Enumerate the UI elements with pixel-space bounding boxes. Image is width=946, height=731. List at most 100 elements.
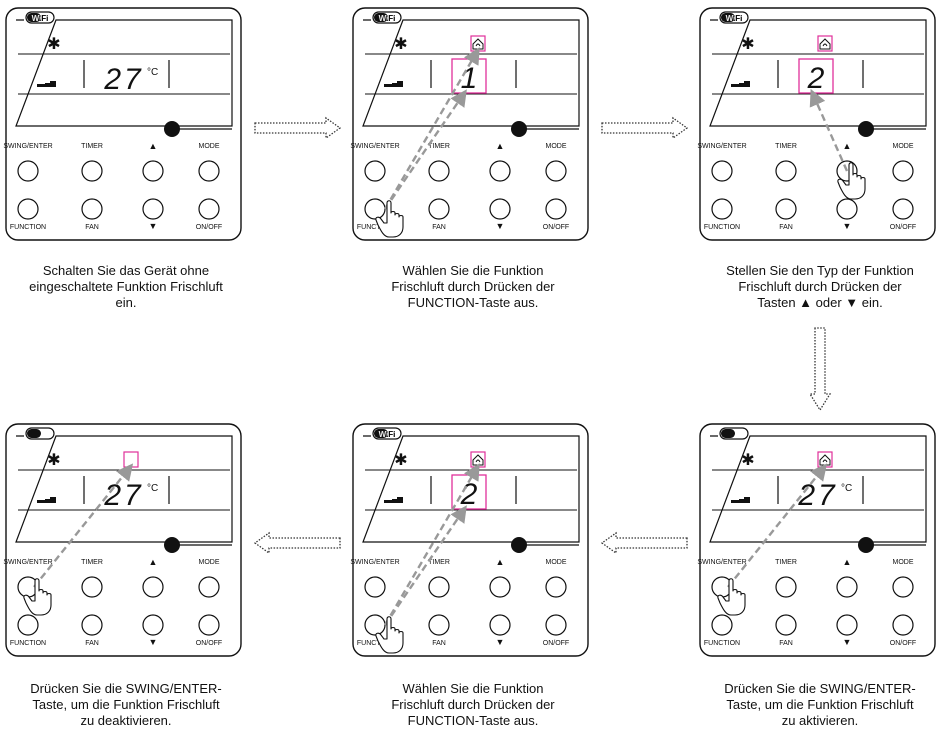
- onoff-button[interactable]: ON/OFF: [196, 614, 222, 647]
- caption-step2: Wählen Sie die Funktion Frischluft durch…: [348, 263, 598, 311]
- fan-button[interactable]: FAN: [428, 614, 450, 647]
- timer-button[interactable]: TIMER: [775, 143, 797, 182]
- mode-button[interactable]: MODE: [892, 143, 914, 182]
- up-button-label: ▲: [843, 557, 852, 567]
- hand-outline: [23, 578, 52, 616]
- up-button[interactable]: ▲: [836, 557, 858, 598]
- wifi-badge-icon: WiFi: [25, 11, 55, 24]
- up-button[interactable]: ▲: [142, 557, 164, 598]
- function-button[interactable]: FUNCTION: [10, 614, 46, 647]
- swing-enter-button-circle: [364, 576, 386, 598]
- down-button[interactable]: ▼: [142, 198, 164, 231]
- timer-button-circle: [428, 160, 450, 182]
- down-button[interactable]: ▼: [836, 614, 858, 647]
- press-guide-arrow: [33, 463, 134, 588]
- onoff-button[interactable]: ON/OFF: [890, 614, 916, 647]
- fan-button-label: FAN: [432, 640, 446, 647]
- badge-fill: [374, 13, 388, 22]
- fan-button[interactable]: FAN: [428, 198, 450, 231]
- fan-bar: [739, 499, 744, 503]
- mode-button-circle: [892, 160, 914, 182]
- onoff-button-label: ON/OFF: [196, 640, 222, 647]
- up-button[interactable]: ▲: [489, 141, 511, 182]
- lcd-frame: [15, 19, 233, 127]
- fan-button-circle: [428, 198, 450, 220]
- down-button[interactable]: ▼: [836, 198, 858, 231]
- badge-fill: [374, 429, 388, 438]
- lcd-frame: [15, 435, 233, 543]
- function-button[interactable]: FUNCTION: [10, 198, 46, 231]
- unit-label: °C: [841, 483, 852, 494]
- up-button[interactable]: ▲: [489, 557, 511, 598]
- wifi-label: WiFi: [379, 14, 396, 23]
- caption-line: Drücken Sie die SWING/ENTER-: [30, 681, 222, 696]
- function-button[interactable]: FUNCTION: [704, 614, 740, 647]
- up-button[interactable]: ▲: [142, 141, 164, 182]
- fan-speed-icon: [731, 497, 750, 503]
- lcd-frame: [362, 19, 580, 127]
- onoff-button[interactable]: ON/OFF: [543, 614, 569, 647]
- mode-button[interactable]: MODE: [198, 143, 220, 182]
- controller-body: [352, 7, 589, 241]
- onoff-button[interactable]: ON/OFF: [890, 198, 916, 231]
- onoff-button[interactable]: ON/OFF: [196, 198, 222, 231]
- wifi-badge-icon: WiFi: [372, 427, 402, 440]
- mode-button[interactable]: MODE: [892, 559, 914, 598]
- fan-button[interactable]: FAN: [81, 198, 103, 231]
- fan-bar: [397, 497, 403, 503]
- function-button[interactable]: FUNCTION: [357, 198, 393, 231]
- mode-button[interactable]: MODE: [198, 559, 220, 598]
- caption-line: Tasten ▲ oder ▼ ein.: [757, 295, 883, 310]
- mode-button-circle: [545, 576, 567, 598]
- lcd-frame: [709, 19, 927, 127]
- up-button-circle: [142, 576, 164, 598]
- swing-enter-button-circle: [17, 160, 39, 182]
- press-guide-arrow: [384, 89, 467, 210]
- fan-bar: [397, 81, 403, 87]
- onoff-button-label: ON/OFF: [543, 224, 569, 231]
- function-button[interactable]: FUNCTION: [704, 198, 740, 231]
- down-button[interactable]: ▼: [489, 614, 511, 647]
- timer-button[interactable]: TIMER: [775, 559, 797, 598]
- up-button-circle: [836, 576, 858, 598]
- swing-enter-button[interactable]: SWING/ENTER: [697, 143, 747, 182]
- timer-button[interactable]: TIMER: [81, 143, 103, 182]
- mode-button-label: MODE: [893, 143, 914, 150]
- timer-button[interactable]: TIMER: [81, 559, 103, 598]
- function-button-label: FUNCTION: [704, 224, 740, 231]
- controller-body: [699, 7, 936, 241]
- down-button[interactable]: ▼: [142, 614, 164, 647]
- temperature-readout: 27: [103, 479, 143, 512]
- press-guide-arrow: [809, 88, 849, 172]
- controller-body: [5, 7, 242, 241]
- timer-button[interactable]: TIMER: [428, 143, 450, 182]
- up-button-label: ▲: [843, 141, 852, 151]
- mode-button-label: MODE: [893, 559, 914, 566]
- down-button[interactable]: ▼: [489, 198, 511, 231]
- timer-button[interactable]: TIMER: [428, 559, 450, 598]
- fan-speed-icon: [384, 81, 403, 87]
- snowflake-icon: ✱: [394, 452, 407, 469]
- mode-button[interactable]: MODE: [545, 559, 567, 598]
- mode-button-label: MODE: [199, 143, 220, 150]
- fan-button[interactable]: FAN: [81, 614, 103, 647]
- fan-button[interactable]: FAN: [775, 614, 797, 647]
- swing-enter-button[interactable]: SWING/ENTER: [350, 559, 400, 598]
- swing-enter-button-label: SWING/ENTER: [350, 143, 399, 150]
- fan-bar: [744, 497, 750, 503]
- status-indicator-dot: [511, 121, 527, 137]
- swing-enter-button[interactable]: SWING/ENTER: [3, 143, 53, 182]
- leaf-mark: [822, 43, 828, 47]
- swing-enter-button-circle: [364, 160, 386, 182]
- fan-button[interactable]: FAN: [775, 198, 797, 231]
- fan-button-label: FAN: [779, 640, 793, 647]
- controller-body: [699, 423, 936, 657]
- down-button-label: ▼: [496, 221, 505, 231]
- flow-arrow-step5-to-step4: [253, 531, 341, 555]
- mode-button[interactable]: MODE: [545, 143, 567, 182]
- onoff-button[interactable]: ON/OFF: [543, 198, 569, 231]
- caption-line: Stellen Sie den Typ der Funktion: [726, 263, 914, 278]
- swing-enter-button[interactable]: SWING/ENTER: [350, 143, 400, 182]
- function-button-label: FUNCTION: [357, 640, 393, 647]
- fan-bar: [731, 500, 739, 503]
